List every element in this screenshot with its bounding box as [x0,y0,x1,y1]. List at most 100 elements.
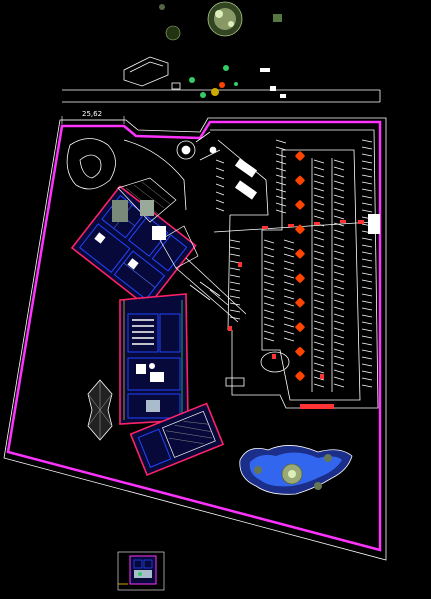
parking-stall-line [361,188,373,192]
parking-stall-line [361,279,373,283]
parking-stall-line [229,281,241,285]
parking-stall-line [361,195,373,199]
roundabout [176,131,221,161]
parking-stall-line [333,369,345,374]
parking-tree-icon [295,273,305,284]
parking-stall-line [229,295,241,299]
parking-stall-line [333,229,345,234]
parking-stall-line [333,327,345,332]
parking-stall-line [275,174,287,179]
tree-small-icon [165,25,181,41]
parking-stall-line [333,236,345,241]
parking-stall-line [361,139,373,143]
road [62,89,381,103]
parking-stall-line [333,187,345,192]
parking-stall-line [283,309,295,314]
parking-stall-line [313,250,325,255]
parking-stall-line [333,208,345,213]
parking-tree-icon [295,199,305,210]
parking-stall-line [313,383,325,388]
parking-tree-icon [295,175,305,186]
road-shrubs [189,65,286,98]
parking-tree-icon [295,297,305,308]
parking-stall-line [229,288,241,292]
parked-car [234,158,258,178]
parking-stall-line [333,278,345,283]
parking-stall-line [333,285,345,290]
parking-stall-line [263,267,275,272]
parking-stall-line [361,384,373,388]
parking-tree-icon [295,224,305,235]
parking-stall-line [333,292,345,297]
parking-stall-line [361,272,373,276]
parking-stall-line [283,330,295,335]
parking-stall-line [313,229,325,234]
parking-stall-line [361,293,373,297]
parking-stall-line [361,286,373,290]
parking-stall-line [333,348,345,353]
parking-stall-line [275,167,287,172]
left-landscape [66,138,187,211]
parking-stall-line [333,320,345,325]
parking-stall-line [215,183,225,188]
parking-stall-line [333,264,345,269]
parking-stall-line [333,334,345,339]
parking-stall-line [361,300,373,304]
walkway [175,257,247,323]
parking-stall-line [361,342,373,346]
parking-stall-line [313,173,325,178]
parking-stall-line [361,181,373,185]
parking-tree-icon [295,248,305,259]
parking-stall-line [283,246,295,251]
parking-stall-line [275,160,287,165]
parking-stall-line [333,257,345,262]
parking-stall-line [361,153,373,157]
parking-stall-line [333,250,345,255]
parking-stall-line [283,260,295,265]
parked-car [234,180,258,200]
entry-gate [358,214,380,234]
parking-stall-line [361,146,373,150]
parking-stall-line [361,370,373,374]
parking-stall-line [275,202,287,207]
parking-stall-line [313,334,325,339]
parking-stall-line [313,264,325,269]
parking-stall-line [263,260,275,265]
traffic-markers [228,220,346,409]
parking-stall-line [263,239,275,244]
garden-pond [239,445,353,495]
parking-stall-line [283,253,295,258]
parking-stall-line [283,302,295,307]
parking-stall-line [313,320,325,325]
parking-stall-line [229,316,241,320]
parking-stall-line [275,181,287,186]
parking-stall-line [263,330,275,335]
parking-stalls [215,139,373,388]
parking-stall-line [229,274,241,278]
parking-stall-line [333,180,345,185]
parking-stall-line [263,323,275,328]
parking-stall-line [333,159,345,164]
parking-stall-line [333,215,345,220]
parking-stall-line [333,362,345,367]
parking-tree-icon [295,322,305,333]
parking-stall-line [333,383,345,388]
parking-stall-line [283,267,295,272]
parking-stall-line [361,363,373,367]
parking-stall-line [263,246,275,251]
location-inset [117,551,165,591]
parking-stall-line [215,199,225,204]
parking-stall-line [313,208,325,213]
parking-stall-line [333,201,345,206]
parking-stall-line [313,236,325,241]
parking-stall-line [283,288,295,293]
parking-stall-line [361,209,373,213]
parking-stall-line [229,246,241,250]
parking-tree-icon [295,346,305,357]
outbuilding [123,56,181,90]
parking-stall-line [215,207,225,212]
parking-stall-line [263,309,275,314]
parking-stall-line [313,292,325,297]
parking-stall-line [333,376,345,381]
parking-stall-line [215,191,225,196]
